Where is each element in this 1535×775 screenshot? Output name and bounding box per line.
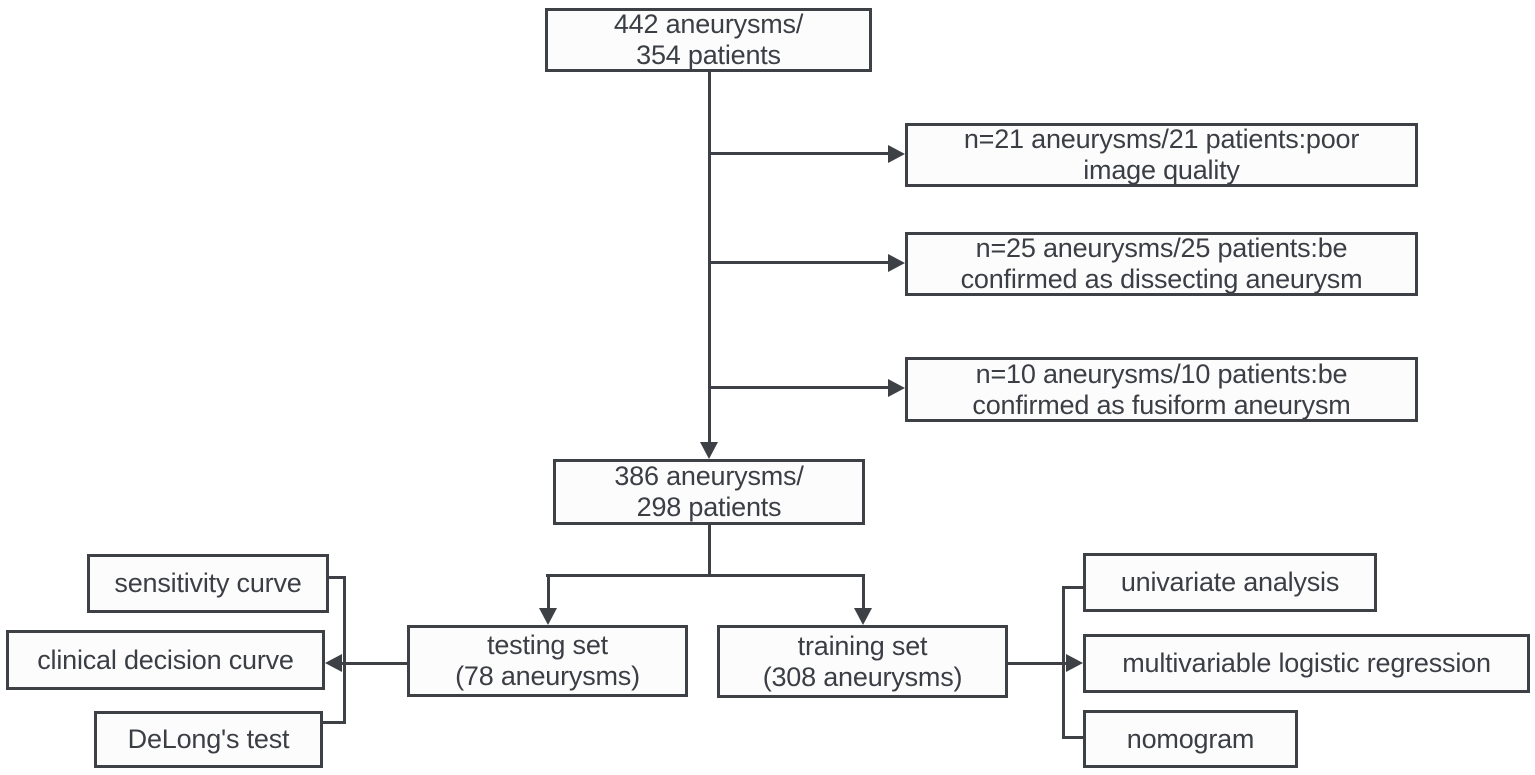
- arrowhead-right-multivariable-logistic-regression: [1066, 654, 1083, 672]
- flow-box-sensitivity-curve-label: sensitivity curve: [114, 568, 302, 599]
- flow-box-excluded-poor-image-quality-line1: n=21 aneurysms/21 patients:poor: [963, 124, 1360, 155]
- flow-box-testing-set-line1: testing set: [487, 630, 608, 661]
- flow-box-total-cohort: 442 aneurysms/ 354 patients: [545, 8, 872, 72]
- flow-box-nomogram-label: nomogram: [1126, 723, 1255, 754]
- flow-box-excluded-dissecting-aneurysm: n=25 aneurysms/25 patients:be confirmed …: [905, 232, 1418, 296]
- connector-split-to-testing-set: [547, 574, 550, 610]
- right-bracket-stub-nomogram: [1062, 736, 1083, 739]
- connector-to-excluded-fusiform-aneurysm: [709, 386, 889, 389]
- right-bracket-vertical: [1062, 587, 1065, 739]
- flow-box-testing-set: testing set (78 aneurysms): [407, 625, 688, 697]
- flow-box-univariate-analysis-label: univariate analysis: [1120, 567, 1340, 598]
- arrowhead-right-excluded-dissecting-aneurysm: [888, 254, 905, 272]
- flow-box-excluded-poor-image-quality: n=21 aneurysms/21 patients:poor image qu…: [905, 123, 1418, 187]
- arrowhead-right-excluded-fusiform-aneurysm: [888, 379, 905, 397]
- flow-box-multivariable-logistic-regression: multivariable logistic regression: [1083, 634, 1530, 693]
- flow-box-total-cohort-line1: 442 aneurysms/: [613, 9, 804, 40]
- flow-box-excluded-fusiform-aneurysm-line2: confirmed as fusiform aneurysm: [972, 389, 1351, 420]
- flow-box-excluded-poor-image-quality-line2: image quality: [1083, 155, 1240, 185]
- flow-box-excluded-dissecting-aneurysm-line2: confirmed as dissecting aneurysm: [960, 264, 1363, 294]
- flow-box-univariate-analysis: univariate analysis: [1083, 553, 1377, 612]
- flow-box-total-cohort-line2: 354 patients: [636, 40, 781, 70]
- flow-box-delong-test: DeLong's test: [94, 711, 323, 768]
- connector-split-to-training-set: [862, 574, 865, 610]
- connector-training-set-to-right-bracket: [1008, 662, 1068, 665]
- right-bracket-stub-univariate-analysis: [1062, 586, 1083, 589]
- flow-box-included-cohort-line1: 386 aneurysms/: [614, 461, 804, 492]
- connector-to-excluded-dissecting-aneurysm: [709, 261, 889, 264]
- connector-split-horizontal: [546, 574, 865, 577]
- flow-box-testing-set-line2: (78 aneurysms): [455, 661, 640, 691]
- flow-box-clinical-decision-curve-label: clinical decision curve: [37, 644, 294, 675]
- arrowhead-down-included: [700, 442, 718, 459]
- flow-box-training-set-line1: training set: [797, 630, 928, 661]
- connector-testing-set-to-left-bracket: [340, 662, 407, 665]
- arrowhead-right-excluded-poor-image-quality: [888, 145, 905, 163]
- flow-box-clinical-decision-curve: clinical decision curve: [6, 630, 325, 690]
- flow-box-excluded-dissecting-aneurysm-line1: n=25 aneurysms/25 patients:be: [975, 233, 1348, 264]
- flow-box-included-cohort: 386 aneurysms/ 298 patients: [553, 459, 865, 525]
- left-bracket-stub-sensitivity-curve: [329, 576, 346, 579]
- flow-box-training-set: training set (308 aneurysms): [717, 625, 1008, 698]
- flow-box-nomogram: nomogram: [1083, 710, 1298, 768]
- flow-box-excluded-fusiform-aneurysm: n=10 aneurysms/10 patients:be confirmed …: [905, 357, 1418, 422]
- arrowhead-down-testing-set: [539, 608, 557, 625]
- left-bracket-vertical: [343, 577, 346, 724]
- flow-box-training-set-line2: (308 aneurysms): [762, 661, 963, 692]
- connector-total-to-included: [708, 72, 711, 444]
- flow-box-sensitivity-curve: sensitivity curve: [87, 554, 329, 613]
- flow-box-multivariable-logistic-regression-label: multivariable logistic regression: [1122, 648, 1491, 679]
- flow-box-delong-test-label: DeLong's test: [127, 724, 290, 755]
- connector-to-excluded-poor-image-quality: [709, 152, 889, 155]
- flow-box-excluded-fusiform-aneurysm-line1: n=10 aneurysms/10 patients:be: [975, 358, 1348, 389]
- arrowhead-left-clinical-decision-curve: [325, 654, 342, 672]
- connector-included-to-split: [708, 525, 711, 576]
- arrowhead-down-training-set: [854, 608, 872, 625]
- flow-box-included-cohort-line2: 298 patients: [636, 492, 782, 522]
- left-bracket-stub-delong-test: [323, 721, 346, 724]
